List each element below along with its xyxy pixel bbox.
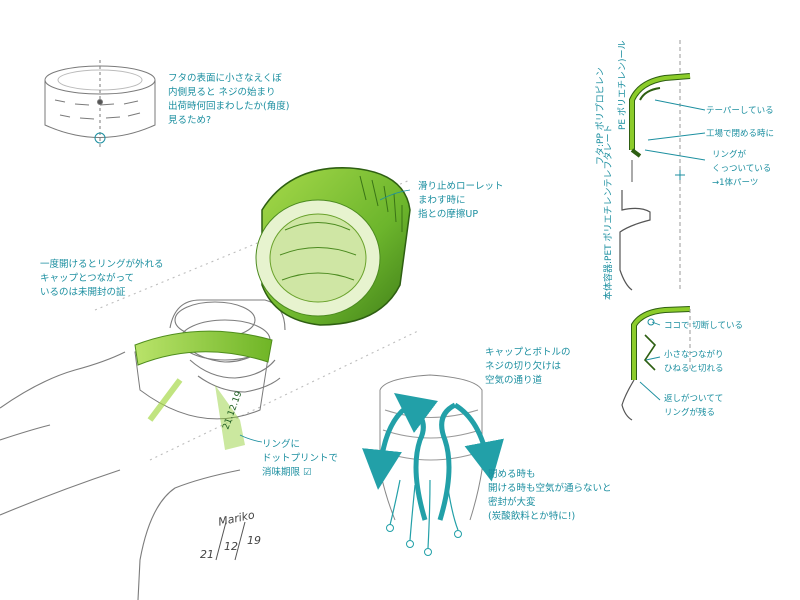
green-cap [255,167,411,326]
note-thin-link: 小さなつながり ひねると切れる [664,350,724,374]
small-cap-sketch [44,60,156,150]
support-ring [134,330,273,450]
signature-year: 19 [247,534,261,547]
label-pet: 本体容器:PET ポリエチレンテレフタレート [604,124,614,300]
air-flow-sketch [362,374,504,556]
signature-marks [215,521,246,561]
note-cut-here: ココで 切断している [664,321,743,331]
signature-month: 12 [224,540,238,553]
note-cap-dimple: フタの表面に小さなえくぼ 内側見ると ネジの始まり 出荷時何回まわしたか(角度)… [168,73,290,126]
section-diagram-top [619,40,706,291]
note-ring-date: リングに ドットプリントで 消味期限 ☑ [262,439,339,478]
note-air-path: キャップとボトルの ネジの切り欠けは 空気の通り道 [485,347,571,386]
section-diagram-bottom [621,306,691,421]
note-ring-once: 一度開けるとリングが外れる キャップとつながって いるのは未開封の証 [40,259,164,298]
note-ring-attached: リングが くっついている →1体パーツ [712,150,772,188]
signature-day: 21 [200,548,214,561]
note-open-close: 閉める時も 開ける時も空気が通らないと 密封が大変 (炭酸飲料とか特に!) [488,469,612,522]
note-hook: 返しがついてて リングが残る [664,394,724,418]
note-last-close: 工場で閉める時に [706,129,775,139]
label-pe: PE ポリエチレン)ール [618,40,628,131]
note-knurl: 滑り止めローレット まわす時に 指との摩擦UP [418,181,504,220]
note-taper: テーパーしている [706,106,774,116]
leader-lines [239,189,411,443]
